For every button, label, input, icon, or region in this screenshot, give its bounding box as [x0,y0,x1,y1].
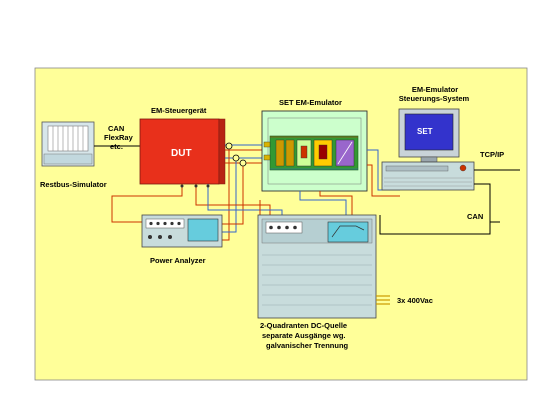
flexray-label: FlexRay [104,133,133,142]
ac-input-lines [376,295,390,305]
set-em-emulator-label: SET EM-Emulator [279,98,342,107]
dut-label: DUT [171,148,192,159]
can-right-label: CAN [467,212,484,221]
dut-emulator-wiring [111,144,283,241]
network-wiring [379,169,520,235]
em-steuergeraet-label: EM-Steuergerät [151,106,207,115]
dc-source-device [257,214,377,319]
power-analyzer-device [141,214,223,248]
can-label: CAN [108,124,125,133]
power-analyzer-label: Power Analyzer [150,256,206,265]
ac-input-label: 3x 400Vac [397,296,433,305]
restbus-simulator-device [41,121,95,167]
tcpip-label: TCP/IP [480,150,505,159]
emulator-control-computer [381,108,475,191]
emulator-system-label-2: Steuerungs-System [398,94,470,103]
dc-source-label-1: 2-Quadranten DC-Quelle [260,321,348,330]
dut-device [139,118,226,185]
etc-label: etc. [110,142,123,151]
current-sensors [225,142,247,167]
emulator-system-label-1: EM-Emulator [411,85,459,94]
set-em-emulator-device [261,110,368,192]
set-screen-label: SET [417,127,433,136]
dc-source-label-3: galvanischer Trennung [266,341,349,350]
dc-source-label-2: separate Ausgänge wg. [262,331,346,340]
dut-connectors [180,184,210,188]
restbus-simulator-label: Restbus-Simulator [40,180,107,189]
